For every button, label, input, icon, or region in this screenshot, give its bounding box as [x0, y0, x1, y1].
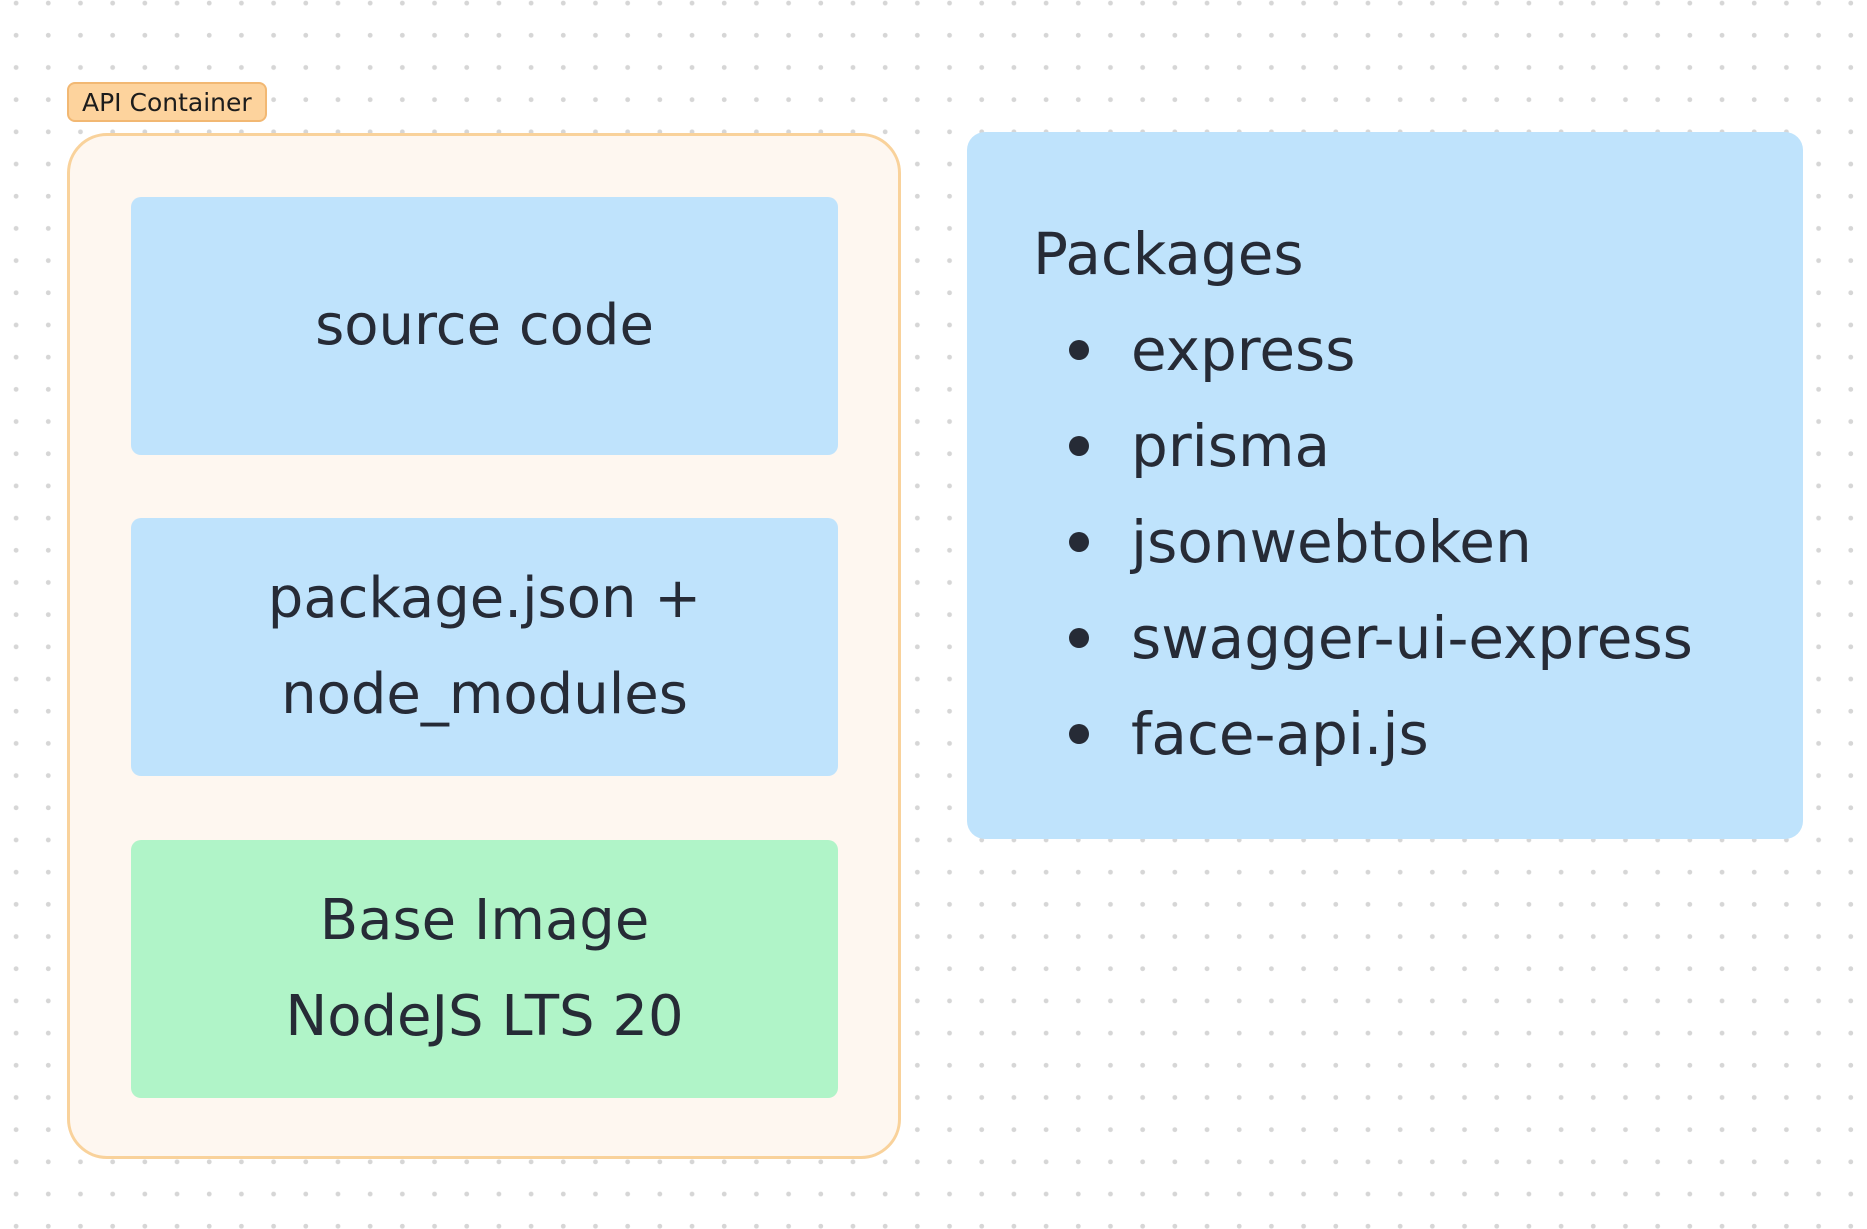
package-json-label: package.json + [267, 566, 702, 631]
package-item: swagger-ui-express [1033, 590, 1803, 686]
package-name: face-api.js [1131, 700, 1429, 768]
container-label[interactable]: API Container [67, 82, 267, 122]
package-item: jsonwebtoken [1033, 494, 1803, 590]
bullet-icon [1069, 628, 1089, 648]
package-name: prisma [1131, 412, 1331, 480]
source-code-box[interactable]: source code [131, 197, 838, 455]
package-name: jsonwebtoken [1131, 508, 1532, 576]
bullet-icon [1069, 532, 1089, 552]
source-code-label: source code [315, 293, 654, 358]
package-item: express [1033, 302, 1803, 398]
package-json-box[interactable]: package.json + node_modules [131, 518, 838, 776]
nodejs-version-label: NodeJS LTS 20 [285, 984, 684, 1049]
package-name: swagger-ui-express [1131, 604, 1693, 672]
node-modules-label: node_modules [281, 662, 688, 727]
package-item: face-api.js [1033, 686, 1803, 782]
bullet-icon [1069, 724, 1089, 744]
packages-panel[interactable]: Packages express prisma jsonwebtoken swa… [967, 132, 1803, 839]
packages-title: Packages [1033, 220, 1304, 288]
package-name: express [1131, 316, 1356, 384]
base-image-box[interactable]: Base Image NodeJS LTS 20 [131, 840, 838, 1098]
container-label-text: API Container [82, 87, 252, 117]
bullet-icon [1069, 436, 1089, 456]
package-item: prisma [1033, 398, 1803, 494]
bullet-icon [1069, 340, 1089, 360]
packages-list: express prisma jsonwebtoken swagger-ui-e… [1033, 302, 1803, 782]
base-image-label: Base Image [319, 888, 650, 953]
